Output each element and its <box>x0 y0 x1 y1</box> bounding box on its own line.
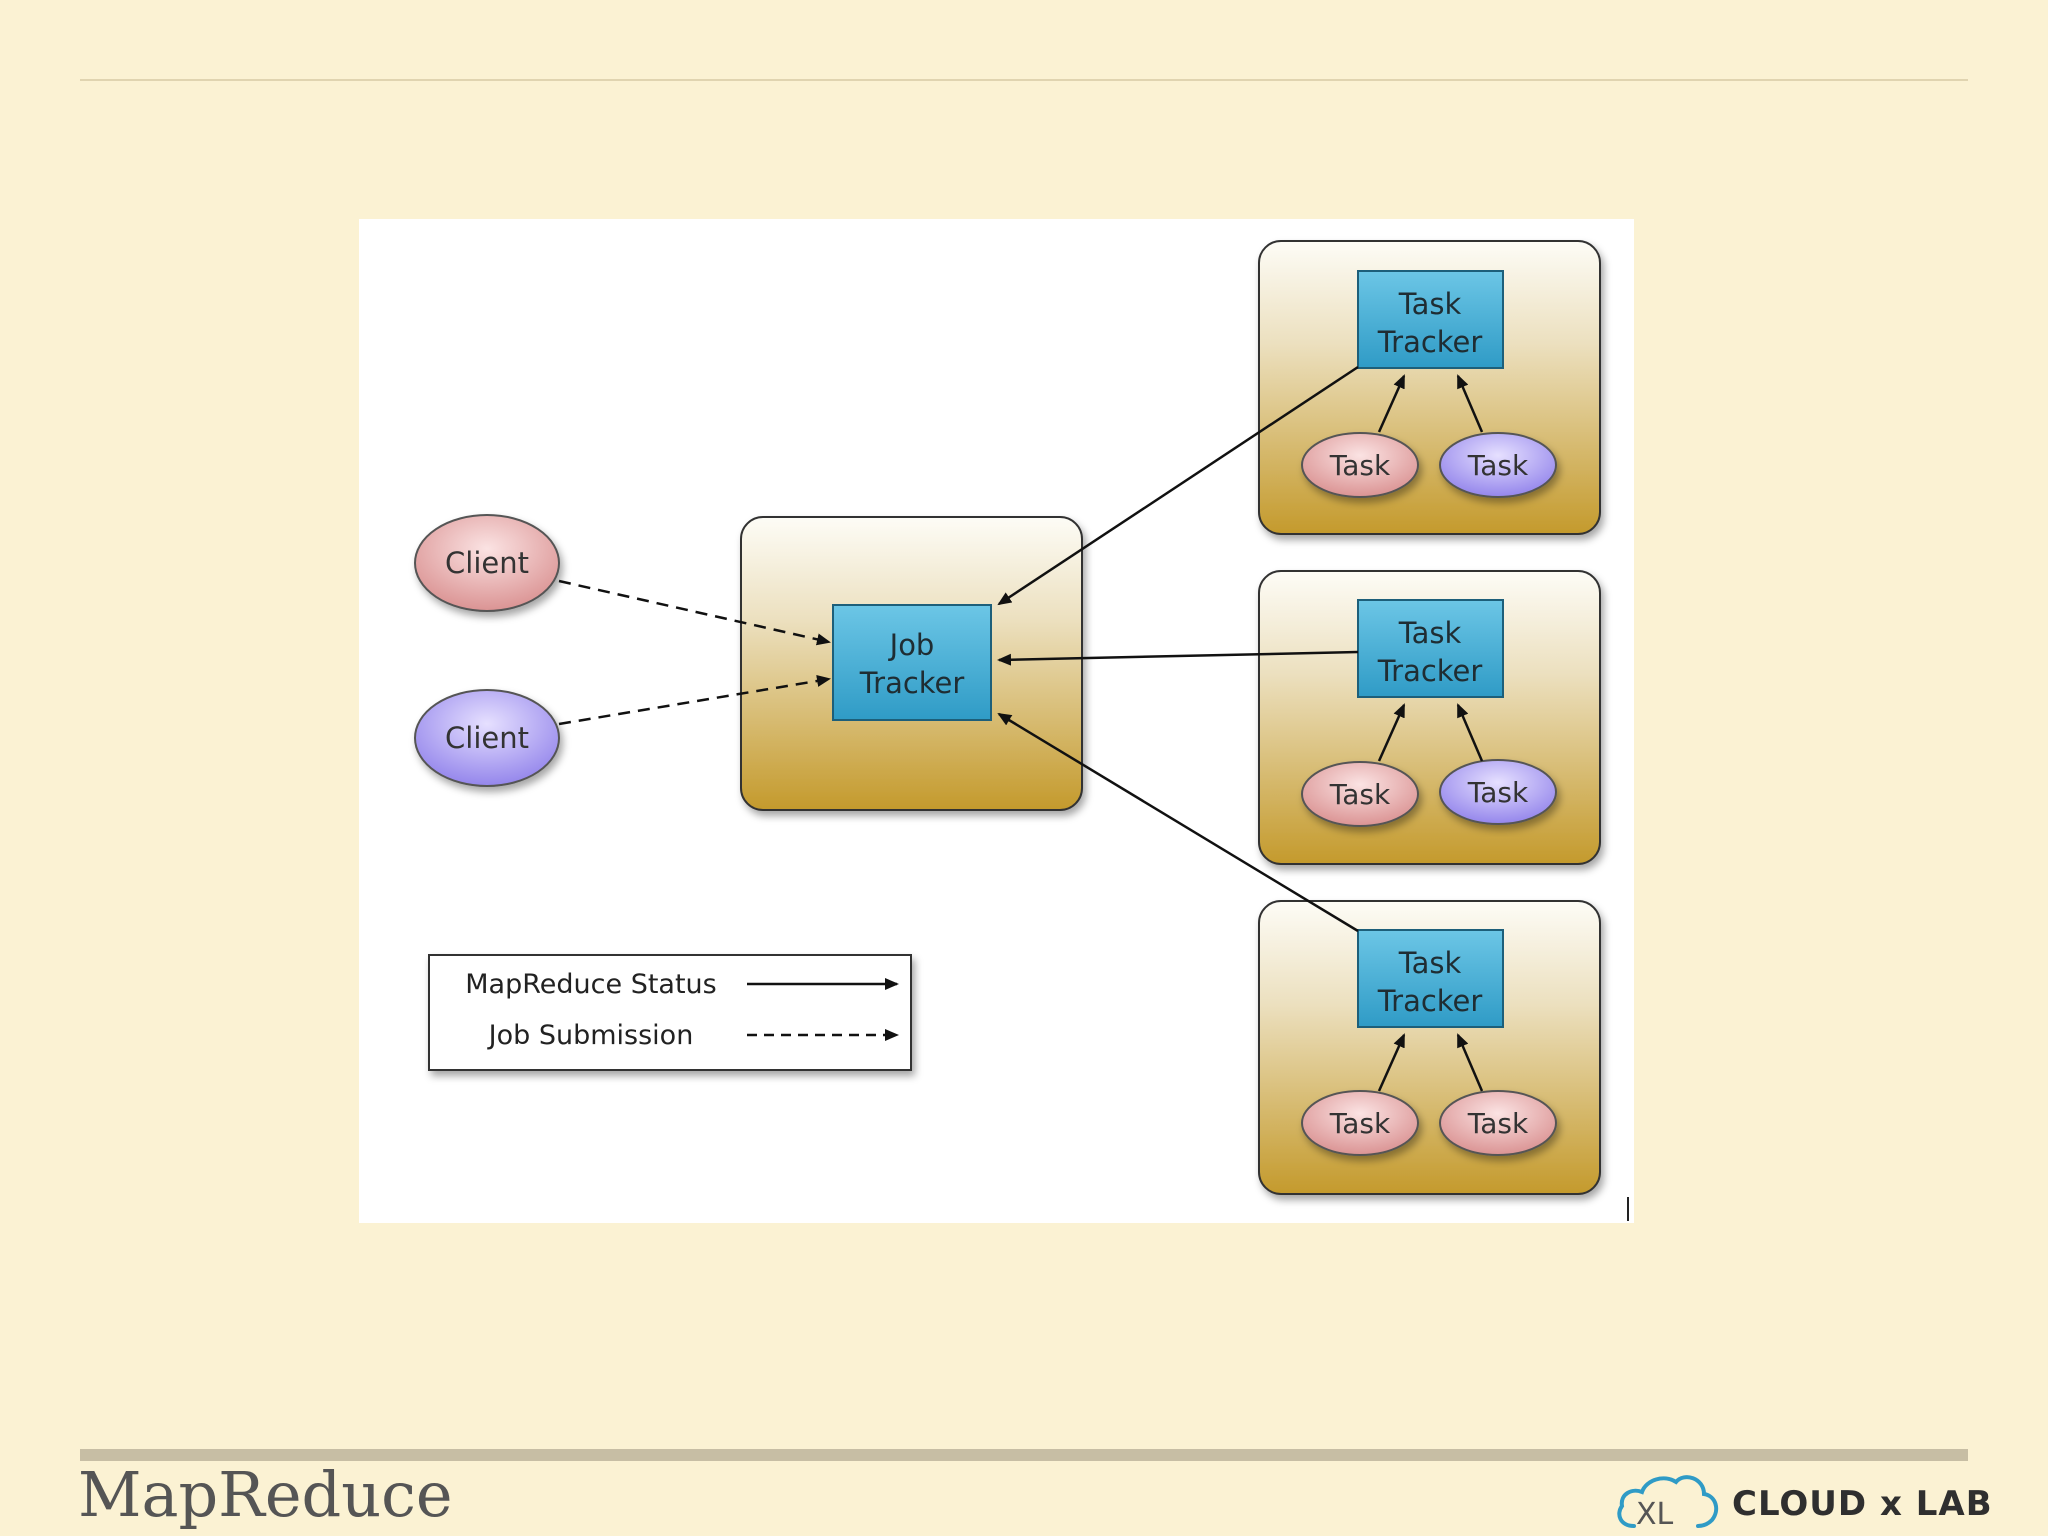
task-label: Task <box>1329 778 1391 811</box>
task-tracker-box <box>1357 929 1504 1028</box>
status-arrow-2 <box>997 650 1359 666</box>
task-label: Task <box>1467 1107 1529 1140</box>
job-tracker-box <box>832 604 992 721</box>
task-tracker-box <box>1357 270 1504 369</box>
task-to-tracker-arrow <box>1456 703 1484 762</box>
job-tracker-label-line2: Tracker <box>859 666 965 700</box>
mapreduce-diagram: Task Tracker Task Task Task Tracker Task… <box>414 240 1601 1195</box>
task-label: Task <box>1467 776 1529 809</box>
submission-arrow-2 <box>558 675 831 726</box>
task-ellipse <box>1301 432 1419 498</box>
task-to-tracker-arrow <box>1377 703 1406 762</box>
task-tracker-label-line2: Tracker <box>1377 984 1483 1018</box>
task-to-tracker-arrow <box>1377 374 1406 433</box>
task-to-tracker-arrow <box>1377 1033 1406 1092</box>
task-tracker-node-2: Task Tracker Task Task <box>1258 570 1601 865</box>
legend: MapReduce Status Job Submission <box>428 954 912 1071</box>
job-tracker-label-line1: Job <box>888 628 935 662</box>
task-to-tracker-arrow <box>1456 1033 1484 1092</box>
top-divider <box>80 79 1968 81</box>
task-tracker-label-line2: Tracker <box>1377 325 1483 359</box>
slide-title: MapReduce <box>78 1458 453 1531</box>
brand-logo: XL CLOUD x LAB <box>1612 1470 1992 1534</box>
task-ellipse <box>1301 761 1419 827</box>
legend-status-label: MapReduce Status <box>465 969 716 1000</box>
task-ellipse <box>1301 1090 1419 1156</box>
cloud-xl-icon: XL <box>1617 1475 1719 1532</box>
bottom-divider <box>80 1449 1968 1461</box>
task-tracker-label-line2: Tracker <box>1377 654 1483 688</box>
task-ellipse <box>1439 759 1557 825</box>
task-tracker-node-1: Task Tracker Task Task <box>1258 240 1601 535</box>
client-label: Client <box>445 721 529 755</box>
task-tracker-label-line1: Task <box>1398 946 1462 980</box>
task-label: Task <box>1329 1107 1391 1140</box>
client-2: Client <box>414 689 560 787</box>
status-arrow-1 <box>997 365 1359 606</box>
diagram-panel: Task Tracker Task Task Task Tracker Task… <box>359 219 1634 1223</box>
brand-logo-text: CLOUD x LAB <box>1732 1484 1993 1524</box>
job-tracker-node: Job Tracker <box>740 516 1083 811</box>
client-ellipse <box>414 514 560 612</box>
task-tracker-box <box>1357 599 1504 698</box>
status-arrow-3 <box>997 712 1359 933</box>
client-label: Client <box>445 546 529 580</box>
task-label: Task <box>1329 449 1391 482</box>
submission-arrow-1 <box>558 579 831 646</box>
legend-submission-label: Job Submission <box>487 1020 694 1051</box>
client-1: Client <box>414 514 560 612</box>
svg-text:XL: XL <box>1636 1497 1674 1532</box>
task-label: Task <box>1467 449 1529 482</box>
task-ellipse <box>1439 432 1557 498</box>
client-ellipse <box>414 689 560 787</box>
task-to-tracker-arrow <box>1456 374 1484 433</box>
task-tracker-label-line1: Task <box>1398 287 1462 321</box>
task-tracker-node-3: Task Tracker Task Task <box>1258 900 1601 1195</box>
text-cursor-mark <box>1627 1197 1629 1221</box>
task-tracker-label-line1: Task <box>1398 616 1462 650</box>
task-ellipse <box>1439 1090 1557 1156</box>
